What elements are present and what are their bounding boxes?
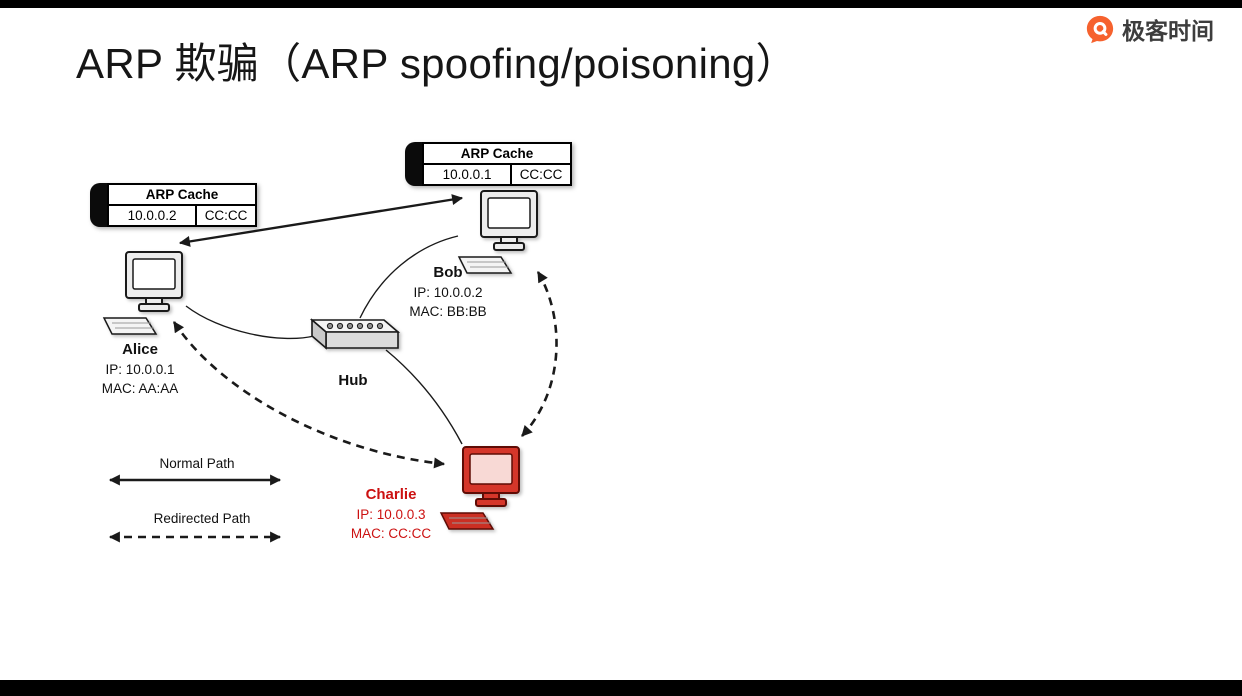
top-letterbox-bar: [0, 0, 1242, 8]
charlie-ip: IP: 10.0.0.3: [356, 507, 426, 523]
bob-arp-cache-table: ARP Cache 10.0.0.1 CC:CC: [422, 142, 572, 186]
geektime-logo-icon: [1086, 15, 1114, 44]
bottom-letterbox-bar: [0, 680, 1242, 696]
charlie-computer-icon: [440, 446, 520, 530]
charlie-name: Charlie: [365, 486, 417, 503]
diagram-canvas: [103, 190, 558, 543]
hub-wire-to-alice: [185, 305, 315, 340]
alice-mac: MAC: AA:AA: [101, 381, 179, 397]
alice-arp-cache-row: 10.0.0.2 CC:CC: [109, 206, 255, 225]
hub-wire-to-charlie: [385, 349, 463, 445]
alice-arp-cache-ip: 10.0.0.2: [109, 206, 198, 225]
page-title: ARP 欺骗（ARP spoofing/poisoning）: [76, 40, 798, 87]
charlie-label: Charlie IP: 10.0.0.3 MAC: CC:CC: [351, 484, 431, 544]
legend-redirected-label: Redirected Path: [153, 511, 251, 526]
normal-path-arrow-alice-bob: [178, 194, 464, 247]
bob-arp-cache-row: 10.0.0.1 CC:CC: [424, 165, 570, 184]
arp-spoofing-diagram: ARP Cache 10.0.0.1 CC:CC ARP Cache 10.0.…: [70, 130, 650, 570]
alice-arp-cache: ARP Cache 10.0.0.2 CC:CC: [90, 183, 257, 227]
bob-ip: IP: 10.0.0.2: [413, 285, 483, 301]
bob-mac: MAC: BB:BB: [409, 304, 487, 320]
alice-arp-cache-mac: CC:CC: [204, 208, 248, 223]
alice-arp-cache-title: ARP Cache: [109, 185, 255, 206]
redirected-path-arrow-alice-charlie: [172, 321, 446, 469]
bob-name: Bob: [433, 264, 463, 281]
brand: 极客时间: [1085, 12, 1214, 46]
legend-normal-label: Normal Path: [159, 456, 235, 471]
alice-computer-icon: [103, 251, 183, 335]
hub-name: Hub: [338, 372, 368, 389]
bob-computer-icon: [458, 190, 538, 274]
alice-label: Alice IP: 10.0.0.1 MAC: AA:AA: [102, 339, 179, 399]
alice-arp-cache-table: ARP Cache 10.0.0.2 CC:CC: [107, 183, 257, 227]
hub-label: Hub: [338, 370, 367, 391]
bob-arp-cache-title: ARP Cache: [424, 144, 570, 165]
bob-label: Bob IP: 10.0.0.2 MAC: BB:BB: [409, 262, 486, 322]
alice-arp-cache-spool: [90, 183, 107, 227]
hub-icon: [311, 319, 399, 349]
logo-bubble: [1086, 15, 1114, 44]
redirected-path-arrow-charlie-bob: [521, 271, 558, 437]
bob-arp-cache-spool: [405, 142, 422, 186]
logo-q-tail: [1101, 30, 1108, 36]
bob-arp-cache: ARP Cache 10.0.0.1 CC:CC: [405, 142, 572, 186]
bob-arp-cache-ip: 10.0.0.1: [424, 165, 513, 184]
alice-name: Alice: [122, 341, 158, 358]
bob-arp-cache-mac: CC:CC: [519, 167, 563, 182]
brand-name: 极客时间: [1122, 18, 1214, 44]
charlie-mac: MAC: CC:CC: [350, 526, 432, 542]
alice-ip: IP: 10.0.0.1: [105, 362, 175, 378]
logo-q-ring: [1093, 21, 1107, 35]
